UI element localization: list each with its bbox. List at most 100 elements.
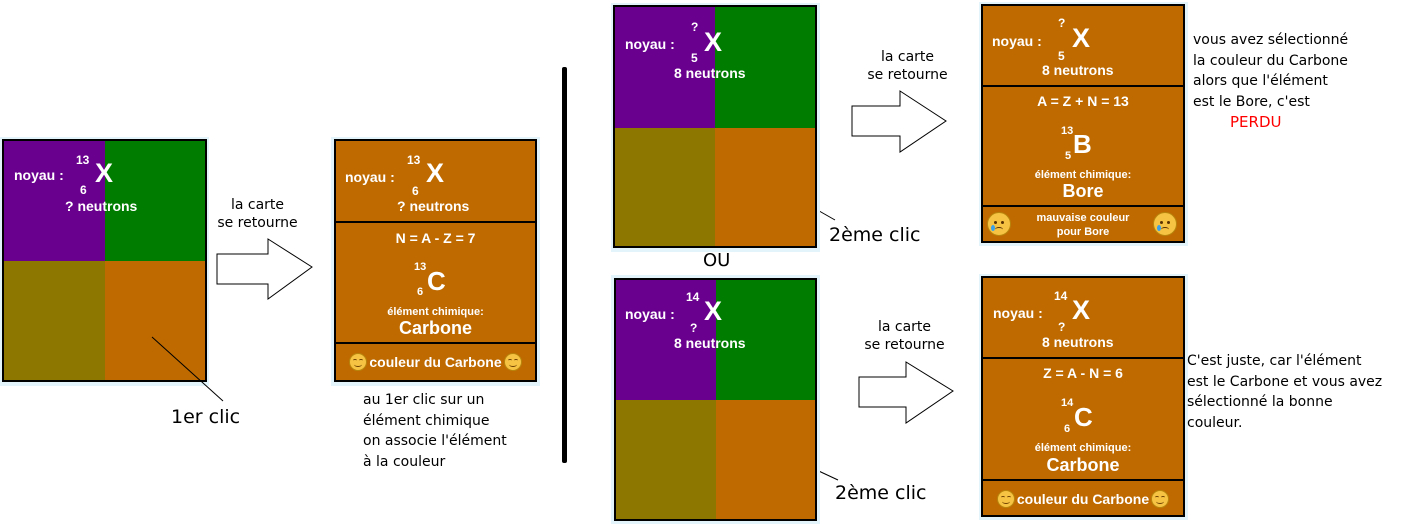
atomic-number: ? <box>1058 320 1066 334</box>
element-caption: élément chimique: <box>387 306 484 318</box>
element-symbol: C <box>1074 402 1093 432</box>
footer-text: mauvaise couleur pour Bore <box>1013 211 1153 239</box>
element-caption: élément chimique: <box>1034 442 1132 454</box>
smile-icon <box>996 490 1015 508</box>
nucleus-section: noyau : 13 6 X ? neutrons <box>336 141 535 223</box>
or-label: OU <box>703 250 731 271</box>
atomic-number: ? <box>690 321 698 335</box>
note-line: est le Bore, c'est <box>1193 93 1310 110</box>
note-line: sélectionné la bonne <box>1187 394 1333 410</box>
note-line: au 1er clic sur un <box>363 392 485 408</box>
color-footer: mauvaise couleur pour Bore <box>983 207 1183 241</box>
note-line: est le Carbone et vous avez <box>1187 373 1383 390</box>
crying-face-icon <box>987 212 1011 236</box>
quadrant-orange[interactable] <box>715 128 815 246</box>
card-step2a[interactable]: noyau : ? 5 X 8 neutrons <box>613 5 817 248</box>
atomic-number: 6 <box>412 184 419 198</box>
element-symbol: B <box>1073 129 1092 159</box>
caption-line: se retourne <box>217 215 298 231</box>
click-label-2b: 2ème clic <box>835 482 927 504</box>
right-arrow-icon <box>216 238 313 300</box>
nucleus-label: noyau : <box>625 306 675 322</box>
nucleus-notation: noyau : ? 5 X 8 neutrons <box>983 6 1183 86</box>
arrow-caption: la carte se retourne <box>855 48 960 84</box>
smile-icon <box>503 353 522 371</box>
element-symbol: X <box>426 158 445 188</box>
element-section: A = Z + N = 13 13 5 B élément chimique: … <box>983 87 1183 207</box>
note-line: C'est juste, car l'élément <box>1187 353 1362 369</box>
quadrant-green[interactable] <box>715 7 815 128</box>
caption-line: se retourne <box>867 67 948 83</box>
quadrant-green[interactable] <box>716 280 815 400</box>
atomic-number: 5 <box>1058 49 1065 63</box>
nucleus-label: noyau : <box>625 36 675 52</box>
nucleus-notation: noyau : 13 6 X ? neutrons <box>336 141 536 221</box>
nucleus-label: noyau : <box>14 167 64 183</box>
atomic-number: 5 <box>691 51 698 65</box>
element-caption: élément chimique: <box>1034 169 1132 181</box>
separator-line <box>562 67 567 463</box>
formula: N = A - Z = 7 <box>395 230 476 246</box>
formula: A = Z + N = 13 <box>1037 93 1129 109</box>
caption-line: la carte <box>880 49 935 65</box>
mass-number: 13 <box>76 153 90 167</box>
revealed-card-step2a: noyau : ? 5 X 8 neutrons A = Z + N = 13 … <box>981 4 1185 243</box>
element-mass: 13 <box>414 261 427 273</box>
explanation-note: C'est juste, car l'élément est le Carbon… <box>1187 351 1382 433</box>
neutrons-text: 8 neutrons <box>1042 334 1114 350</box>
quadrant-olive[interactable] <box>4 261 105 380</box>
element-symbol: X <box>1072 295 1091 325</box>
right-arrow-icon <box>851 90 947 153</box>
neutrons-text: 8 neutrons <box>674 65 746 81</box>
footer-line: mauvaise couleur <box>1036 212 1130 224</box>
quadrant-purple[interactable] <box>616 280 716 400</box>
mass-number: 14 <box>1054 289 1068 303</box>
card-step1[interactable]: noyau : 13 6 X ? neutrons <box>2 139 207 382</box>
nucleus-notation: noyau : 14 ? X 8 neutrons <box>616 280 815 360</box>
neutrons-text: 8 neutrons <box>674 335 746 351</box>
smile-icon <box>1151 490 1170 508</box>
note-line: la couleur du Carbone <box>1193 52 1348 69</box>
mass-number: 13 <box>407 153 421 167</box>
mass-number: ? <box>1058 16 1066 30</box>
element-atomic: 6 <box>417 286 424 298</box>
neutrons-text: 8 neutrons <box>1042 62 1114 78</box>
footer-text: couleur du Carbone <box>369 354 502 370</box>
element-name: Carbone <box>1046 455 1120 475</box>
neutrons-text: ? neutrons <box>65 198 138 214</box>
caption-line: la carte <box>230 197 285 213</box>
click-label-2a: 2ème clic <box>829 224 921 246</box>
nucleus-label: noyau : <box>345 169 395 185</box>
explanation-note: au 1er clic sur un élément chimique on a… <box>363 390 507 472</box>
right-arrow-icon <box>858 361 954 424</box>
quadrant-olive[interactable] <box>615 128 715 246</box>
element-symbol: X <box>1072 23 1091 53</box>
note-line: vous avez sélectionné <box>1193 32 1349 48</box>
element-name: Carbone <box>398 318 472 338</box>
atomic-number: 6 <box>80 183 87 197</box>
note-line: couleur. <box>1187 414 1243 431</box>
neutrons-text: ? neutrons <box>397 198 470 214</box>
element-section: Z = A - N = 6 14 6 C élément chimique: C… <box>983 359 1183 481</box>
color-footer: couleur du Carbone <box>336 344 535 380</box>
quadrant-purple[interactable] <box>4 141 105 261</box>
explanation-note: vous avez sélectionné la couleur du Carb… <box>1193 30 1348 133</box>
quadrant-orange[interactable] <box>716 400 815 519</box>
click-label-1: 1er clic <box>171 406 241 428</box>
card-step2b[interactable]: noyau : 14 ? X 8 neutrons <box>614 278 817 521</box>
quadrant-purple[interactable] <box>615 7 715 128</box>
caption-line: se retourne <box>864 337 945 353</box>
quadrant-olive[interactable] <box>616 400 716 519</box>
nucleus-section: noyau : 14 ? X 8 neutrons <box>983 278 1183 359</box>
element-symbol: X <box>704 27 723 57</box>
nucleus-section: noyau : ? 5 X 8 neutrons <box>983 6 1183 87</box>
element-symbol: X <box>95 158 114 188</box>
smile-icon <box>349 353 368 371</box>
quadrant-green[interactable] <box>105 141 205 261</box>
formula: Z = A - N = 6 <box>1043 365 1123 381</box>
note-line: alors que l'élément <box>1193 73 1328 89</box>
color-footer: couleur du Carbone <box>983 481 1183 517</box>
nucleus-notation: noyau : 13 6 X ? neutrons <box>4 141 204 221</box>
revealed-card-step2b: noyau : 14 ? X 8 neutrons Z = A - N = 6 … <box>981 276 1185 517</box>
quadrant-orange[interactable] <box>105 261 205 380</box>
